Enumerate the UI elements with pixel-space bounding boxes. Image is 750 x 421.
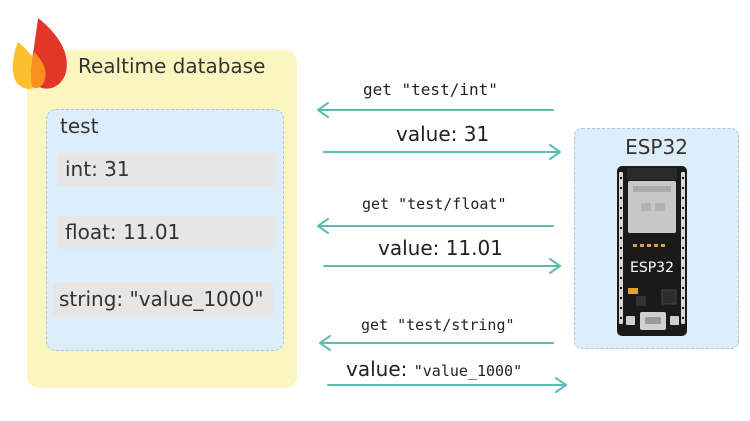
message-value-float: value: 11.01 xyxy=(378,236,503,260)
message-get-string: get "test/string" xyxy=(361,316,515,334)
test-node-label: test xyxy=(60,114,99,138)
message-get-int: get "test/int" xyxy=(363,80,498,99)
esp32-board-label: ESP32 xyxy=(630,260,674,276)
esp32-panel xyxy=(574,128,739,349)
message-value-string-code: "value_1000" xyxy=(413,362,523,380)
field-string: string: "value_1000" xyxy=(53,282,273,317)
message-value-string: value: "value_1000" xyxy=(346,357,522,381)
esp32-title: ESP32 xyxy=(625,135,688,159)
database-title: Realtime database xyxy=(78,54,266,78)
message-get-float: get "test/float" xyxy=(362,195,507,213)
message-value-string-prefix: value: xyxy=(346,357,414,381)
field-float: float: 11.01 xyxy=(57,216,276,249)
message-value-int: value: 31 xyxy=(396,122,490,146)
field-int: int: 31 xyxy=(57,153,276,186)
